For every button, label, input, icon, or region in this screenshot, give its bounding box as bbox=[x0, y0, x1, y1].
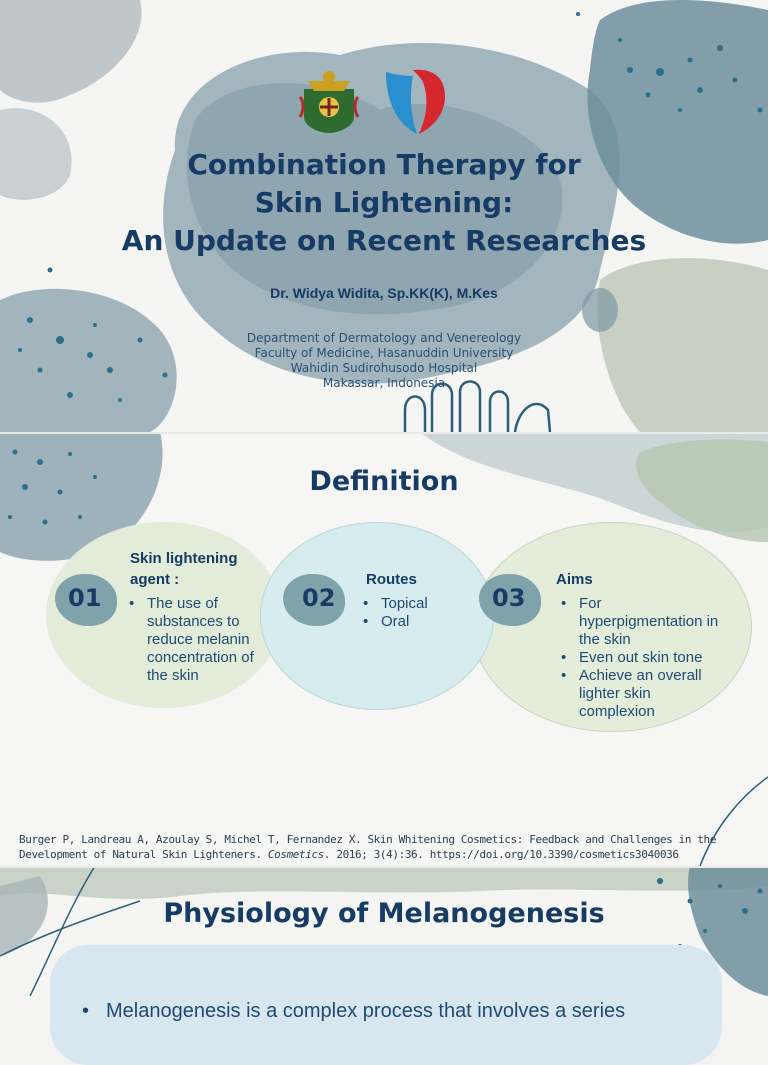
citation-text: Burger P, Landreau A, Azoulay S, Michel … bbox=[19, 833, 716, 861]
item-bullets: The use of substances to reduce melanin … bbox=[125, 595, 265, 685]
bullet-item: •Melanogenesis is a complex process that… bbox=[82, 1000, 626, 1022]
presentation-title: Combination Therapy for Skin Lightening:… bbox=[0, 146, 768, 260]
bullet-item: Topical bbox=[359, 595, 479, 613]
title-line: An Update on Recent Researches bbox=[121, 224, 647, 257]
number-blob bbox=[479, 574, 541, 626]
affiliation: Department of Dermatology and Venereolog… bbox=[0, 331, 768, 391]
item-heading: Aims bbox=[556, 569, 593, 590]
heading-line: Routes bbox=[366, 571, 417, 588]
title-line: Combination Therapy for bbox=[187, 148, 581, 181]
bullet-item: Achieve an overall lighter skin complexi… bbox=[557, 667, 729, 721]
number-blob bbox=[55, 574, 117, 626]
definition-title: Definition bbox=[309, 466, 459, 497]
citation-doi: . 2016; 3(4):36. https://doi.org/10.3390… bbox=[323, 848, 679, 861]
heading-line: agent : bbox=[130, 571, 180, 588]
background-blobs bbox=[0, 432, 768, 866]
bullet-item: For hyperpigmentation in the skin bbox=[557, 595, 729, 649]
affiliation-line: Makassar, Indonesia bbox=[322, 376, 446, 390]
number-blob bbox=[283, 574, 345, 626]
heading-line: Skin lightening bbox=[130, 550, 238, 567]
affiliation-line: Department of Dermatology and Venereolog… bbox=[246, 331, 522, 345]
title-slide: Combination Therapy for Skin Lightening:… bbox=[0, 0, 768, 432]
university-crest-logo bbox=[298, 71, 360, 133]
item-number: 02 bbox=[302, 584, 336, 612]
item-bullets: For hyperpigmentation in the skin Even o… bbox=[557, 595, 729, 721]
melanogenesis-title: Physiology of Melanogenesis bbox=[163, 898, 605, 929]
author-name: Dr. Widya Widita, Sp.KK(K), M.Kes bbox=[270, 285, 498, 301]
item-number: 03 bbox=[492, 584, 526, 612]
item-heading: Skin lightening agent : bbox=[130, 548, 238, 590]
bullet-text: Melanogenesis is a complex process that … bbox=[106, 1000, 626, 1022]
affiliation-line: Wahidin Sudirohusodo Hospital bbox=[290, 361, 478, 375]
item-number: 01 bbox=[68, 584, 102, 612]
bullet-item: Oral bbox=[359, 613, 479, 631]
hospital-logo bbox=[386, 69, 445, 134]
title-line: Skin Lightening: bbox=[254, 186, 514, 219]
background-blobs bbox=[0, 866, 768, 997]
affiliation-line: Faculty of Medicine, Hasanuddin Universi… bbox=[254, 346, 514, 360]
citation-reference: Burger P, Landreau A, Azoulay S, Michel … bbox=[19, 832, 749, 862]
item-bullets: Topical Oral bbox=[359, 595, 479, 631]
heading-line: Aims bbox=[556, 571, 593, 588]
item-heading: Routes bbox=[366, 569, 417, 590]
background-blobs bbox=[0, 0, 768, 432]
bullet-item: Even out skin tone bbox=[557, 649, 729, 667]
journal-name: Cosmetics bbox=[267, 848, 324, 861]
bullet-item: The use of substances to reduce melanin … bbox=[125, 595, 265, 685]
